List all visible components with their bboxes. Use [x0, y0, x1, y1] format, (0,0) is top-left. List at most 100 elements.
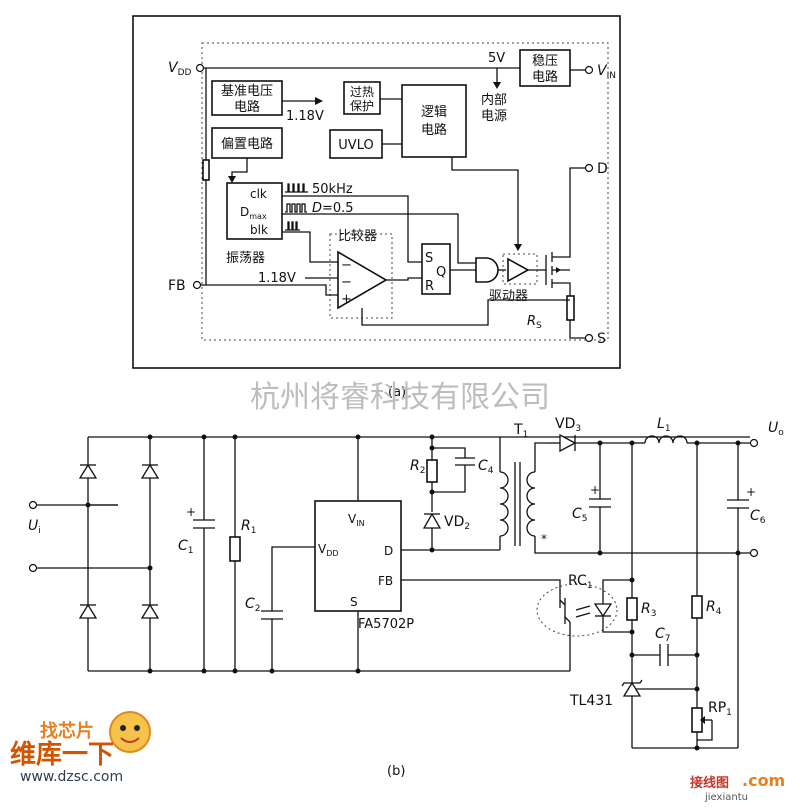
- l1-inductor: [644, 435, 688, 444]
- osc-dmax-label: Dmax: [240, 205, 267, 221]
- svg-text:Q: Q: [436, 265, 446, 280]
- and-gate-symbol: [475, 257, 499, 283]
- driver-symbol: [507, 257, 530, 283]
- driver-label: 驱动器: [489, 289, 528, 304]
- over-temp-block: [343, 81, 381, 115]
- uvlo-label: UVLO: [338, 138, 373, 153]
- vin-pin-terminal: [584, 65, 594, 75]
- reference-voltage-label-1: 基准电压: [221, 84, 273, 99]
- reference-output-label: 1.18V: [286, 109, 324, 124]
- svg-text:+: +: [341, 292, 352, 307]
- ic-name: FA5702P: [358, 617, 414, 632]
- caption-b: (b): [387, 764, 405, 779]
- fb-pin-terminal: [192, 280, 202, 290]
- comparator-ref-label: 1.18V: [258, 271, 296, 286]
- reference-voltage-label-2: 电路: [234, 99, 260, 115]
- output-terminal-top: [749, 438, 759, 448]
- svg-text:S: S: [350, 595, 358, 609]
- sr-latch-block: [421, 243, 451, 295]
- rp1-label: RP1: [708, 700, 732, 718]
- internal-supply-label-2: 电源: [481, 109, 507, 124]
- dzsc-logo: 找芯片 维库一下 www.dzsc.com: [10, 711, 151, 785]
- duty-label: D=0.5: [312, 201, 354, 216]
- bias-block: [211, 127, 283, 159]
- vin-pin-label: VIN: [597, 63, 616, 81]
- svg-text:FB: FB: [378, 574, 393, 588]
- over-temp-label-1: 过热: [350, 85, 374, 99]
- bridge-diode-4: [140, 603, 160, 619]
- r2-label: R2: [410, 458, 425, 476]
- clk-pulse-icon: [285, 183, 308, 193]
- svg-text:−: −: [341, 275, 352, 290]
- l1-label: L1: [657, 416, 671, 434]
- logic-block: [401, 84, 467, 158]
- dmax-pulse-icon: [285, 203, 307, 213]
- logic-label-1: 逻辑: [421, 105, 447, 120]
- r3-resistor: [626, 597, 638, 621]
- c5-label: C5: [572, 506, 588, 524]
- c1-label: C1: [178, 538, 194, 556]
- corner-logo-com: .com: [742, 771, 785, 790]
- svg-text:D: D: [384, 544, 393, 558]
- osc-blk-label: blk: [250, 223, 268, 237]
- oscillator-label: 振荡器: [226, 251, 265, 266]
- comparator-label: 比较器: [338, 229, 377, 244]
- fb-pin-label: FB: [168, 278, 186, 294]
- svg-text:*: *: [541, 532, 547, 546]
- bridge-diode-3: [78, 603, 98, 619]
- diagram-b: Ui + C1 R1 VIN VDD D FB: [28, 416, 784, 779]
- bridge-diode-1: [78, 463, 98, 479]
- comparator-symbol: [337, 250, 388, 310]
- svg-text:R: R: [425, 279, 434, 294]
- reference-voltage-block: [211, 80, 283, 116]
- tl431-label: TL431: [569, 693, 613, 709]
- ic-boundary: [201, 42, 609, 341]
- vd2-diode: [422, 512, 442, 529]
- over-temp-label-2: 保护: [350, 99, 374, 113]
- svg-text:VDD: VDD: [318, 542, 339, 558]
- caption-a: (a): [388, 385, 406, 400]
- t1-secondary-winding: [526, 471, 536, 537]
- svg-text:VIN: VIN: [348, 512, 365, 528]
- s-pin-terminal: [584, 333, 594, 343]
- c7-label: C7: [655, 626, 671, 644]
- logic-label-2: 电路: [421, 122, 447, 138]
- d-pin-label: D: [597, 161, 608, 177]
- rc1-label: RC1: [568, 573, 593, 591]
- comparator-boundary: [329, 233, 393, 319]
- s-pin-label: S: [597, 331, 606, 347]
- corner-logo-cn: 接线图: [690, 775, 729, 791]
- frequency-label: 50kHz: [312, 182, 353, 197]
- vd3-label: VD3: [555, 416, 581, 434]
- r4-label: R4: [706, 599, 722, 617]
- vdd-pin-label: VDD: [168, 60, 192, 78]
- rc1-led: [593, 603, 613, 618]
- mascot-face-icon: [109, 711, 151, 753]
- vdd-resistor: [202, 159, 210, 181]
- regulator-label-1: 稳压: [532, 53, 558, 69]
- bias-label: 偏置电路: [221, 136, 273, 152]
- t1-label: T1: [513, 422, 528, 440]
- rs-label: RS: [527, 314, 542, 331]
- bridge-diode-2: [140, 463, 160, 479]
- diagram-a: VDD 稳压 电路 VIN 5V 内部 电源 基准电压 电路 1.18V 偏置电…: [132, 15, 621, 400]
- svg-text:+: +: [590, 483, 600, 497]
- c2-label: C2: [245, 596, 261, 614]
- r1-resistor: [229, 536, 241, 562]
- input-terminal-bottom: [28, 563, 38, 573]
- corner-logo-url: jiexiantu: [704, 792, 748, 803]
- d-pin-terminal: [584, 163, 594, 173]
- svg-text:+: +: [186, 505, 196, 519]
- oscillator-block: [226, 182, 283, 240]
- r4-resistor: [691, 595, 703, 619]
- watermark: 杭州将睿科技有限公司: [250, 380, 550, 415]
- c4-label: C4: [478, 458, 494, 476]
- output-label: Uo: [768, 420, 784, 438]
- osc-clk-label: clk: [250, 187, 267, 201]
- jiexiantu-logo: 接线图 .com jiexiantu: [690, 771, 785, 803]
- vdd-pin-terminal: [195, 63, 205, 73]
- logo-top-text: 找芯片: [40, 720, 94, 742]
- fa5702p-ic: [314, 500, 402, 612]
